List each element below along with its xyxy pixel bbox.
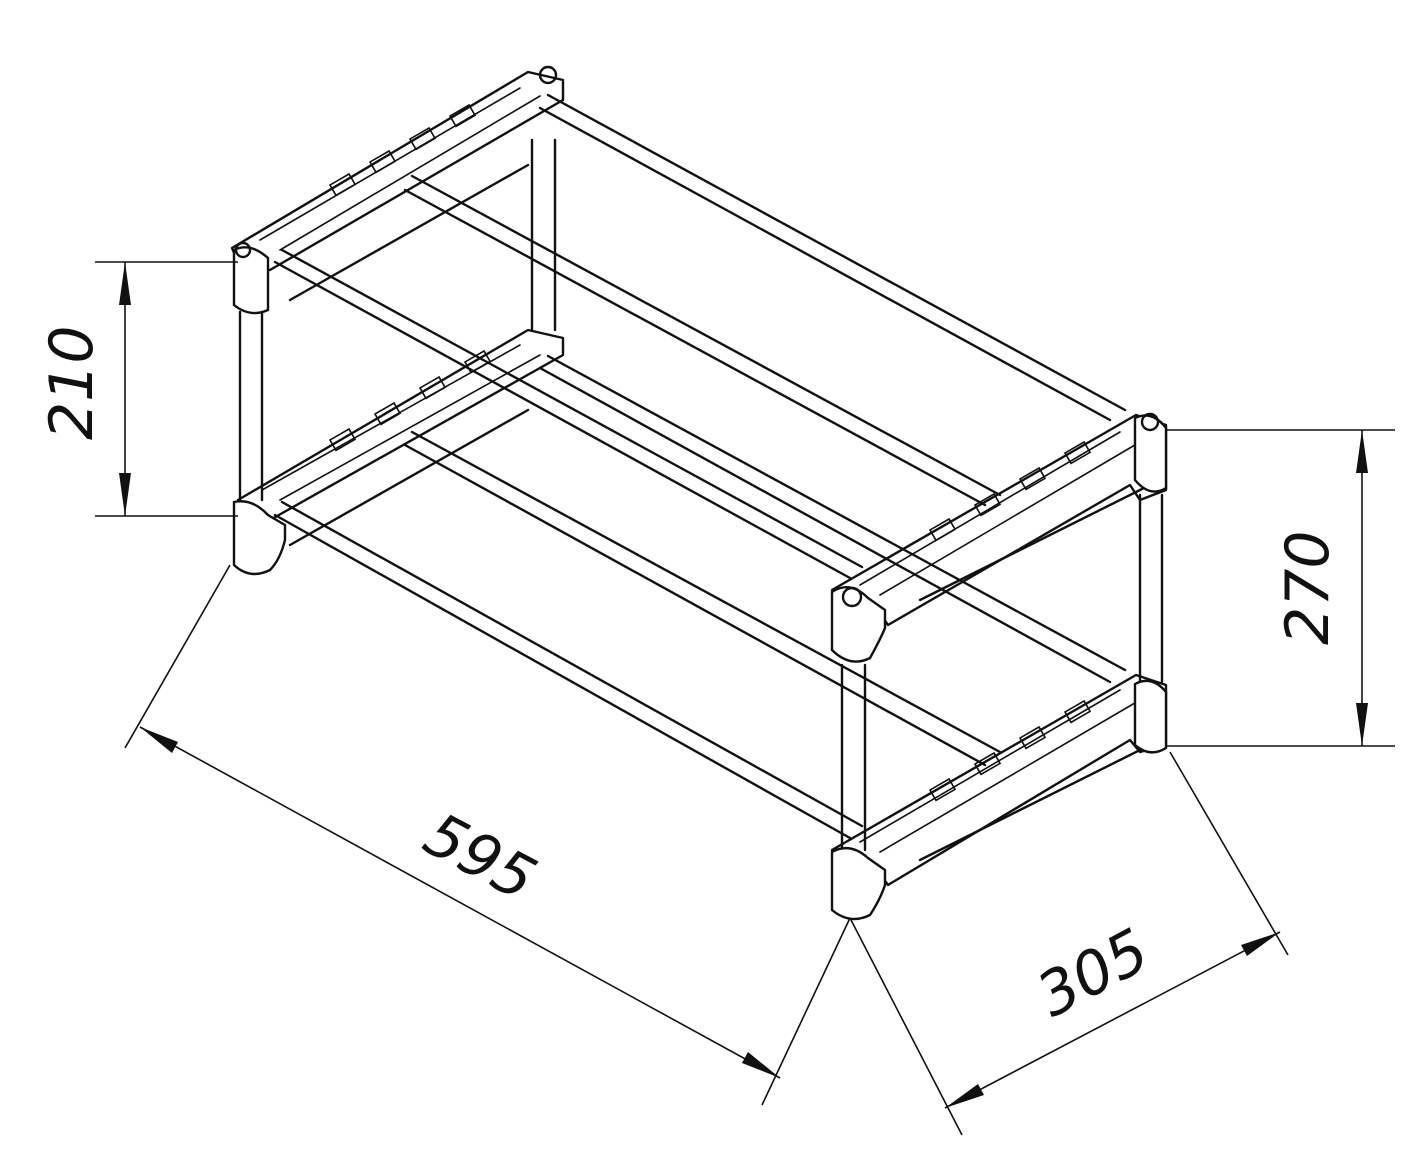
dim-305-arrow-right: [1241, 932, 1280, 956]
lower-shelf: [236, 328, 1168, 887]
post-back-right-tube: [530, 138, 557, 332]
dim-595-line: [139, 726, 781, 1079]
post-front-left-tube: [840, 663, 867, 852]
lower-front-end-frame-detail: [859, 689, 1141, 853]
dim-595-ext-right: [761, 917, 851, 1106]
lower-rod-2: [403, 430, 1002, 767]
lower-back-pattern: [328, 349, 492, 452]
lower-back-end-frame: [236, 328, 565, 522]
dim-210-label: 210: [37, 325, 107, 440]
upper-rod-3: [273, 248, 864, 580]
upper-back-pattern: [328, 103, 477, 197]
post-front-right-lower-foot: [1133, 679, 1168, 754]
dim-210-arrow-bottom: [119, 473, 131, 516]
post-back-left-top-hole: [234, 241, 252, 259]
upper-front-end-frame-detail: [859, 431, 1141, 596]
dim-305-line: [944, 931, 1281, 1109]
lower-left-side-rail: [288, 408, 530, 547]
dim-595-label: 595: [413, 799, 547, 915]
dimension-270: 270: [1166, 429, 1395, 747]
post-back-left-upper-cap: [232, 246, 270, 315]
post-front-left-top-hole: [841, 586, 863, 608]
lower-front-end-frame: [830, 673, 1168, 887]
dimension-595: 595: [124, 564, 851, 1106]
dim-595-arrow-right: [742, 1052, 780, 1078]
upper-right-side-rail: [918, 483, 1152, 602]
post-front-right-upper-cap: [1133, 414, 1168, 493]
dim-305-ext-left: [849, 917, 963, 1136]
post-back-right-top-hole: [538, 65, 558, 85]
dim-270-arrow-bottom: [1356, 703, 1368, 746]
post-back-left-tube: [238, 310, 264, 502]
dim-305-ext-right: [1169, 751, 1289, 956]
posts: [232, 65, 1168, 921]
dimension-210: 210: [37, 261, 238, 517]
post-front-left-lower-foot: [830, 846, 887, 921]
upper-shelf: [230, 70, 1168, 627]
dim-210-arrow-top: [119, 262, 131, 305]
upper-rod-1: [538, 93, 1127, 422]
dim-270-arrow-top: [1356, 430, 1368, 473]
dim-595-ext-left: [124, 564, 231, 749]
dim-305-label: 305: [1026, 916, 1160, 1032]
dim-595-arrow-left: [140, 727, 178, 753]
lower-rod-3: [273, 500, 864, 840]
upper-back-end-frame-detail: [259, 87, 541, 251]
lower-front-pattern: [928, 699, 1092, 802]
dim-305-arrow-left: [945, 1084, 984, 1108]
post-front-right-top-hole: [1140, 412, 1160, 432]
upper-left-side-rail: [288, 163, 530, 302]
upper-rod-2: [403, 174, 1002, 507]
lower-right-side-rail: [918, 743, 1152, 862]
post-front-left-upper-cap: [830, 586, 887, 663]
dim-270-label: 270: [1273, 530, 1343, 645]
lower-rod-1: [538, 354, 1127, 684]
post-front-right-tube: [1138, 493, 1164, 684]
upper-front-pattern: [928, 440, 1092, 542]
post-back-left-lower-foot: [232, 500, 287, 576]
